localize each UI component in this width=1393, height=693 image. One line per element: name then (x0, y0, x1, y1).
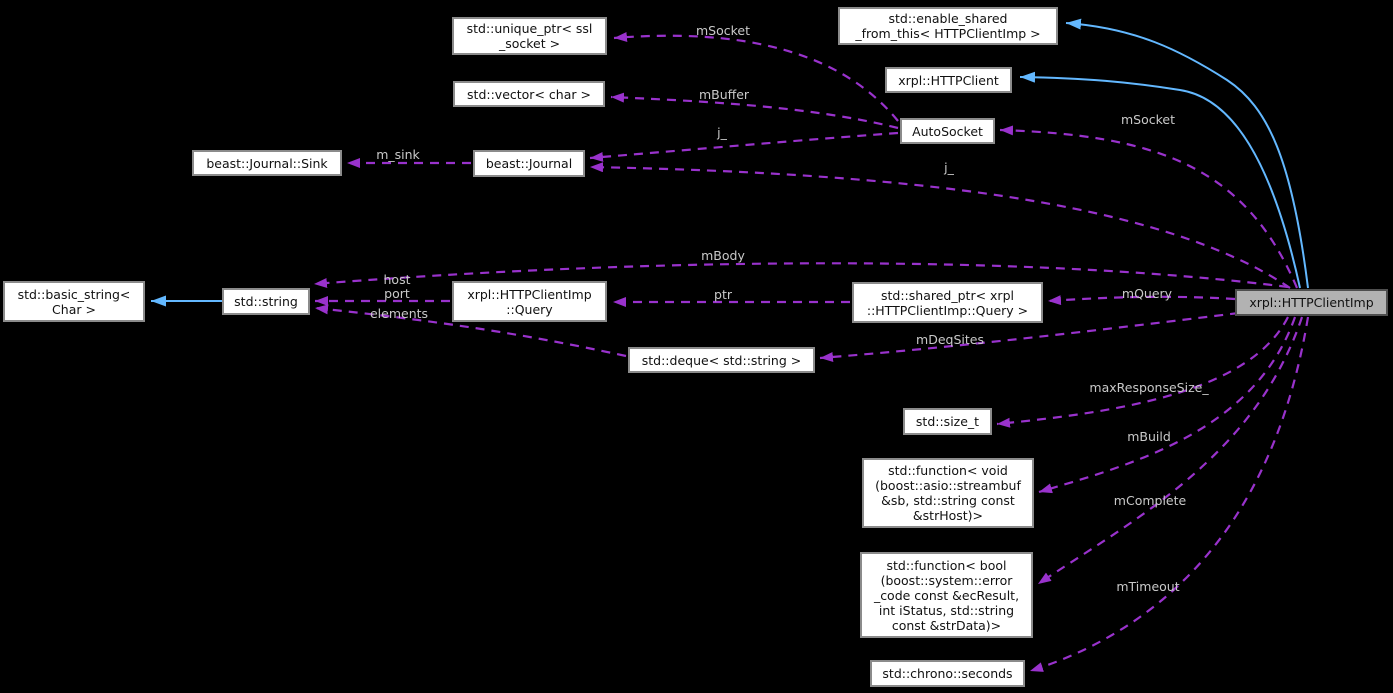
edge-main-mbody (313, 262, 1289, 289)
node-basic-string[interactable]: std::basic_string< Char > (3, 281, 145, 322)
node-httpclientimp-main[interactable]: xrpl::HTTPClientImp (1235, 289, 1388, 316)
node-deque-string[interactable]: std::deque< std::string > (628, 347, 815, 373)
node-beast-journal-sink[interactable]: beast::Journal::Sink (192, 150, 342, 176)
edge-autosocket-j (589, 131, 899, 162)
node-shared-ptr-query[interactable]: std::shared_ptr< xrpl ::HTTPClientImp::Q… (852, 282, 1043, 323)
edge-main-mcomplete (1037, 316, 1304, 585)
node-function-complete[interactable]: std::function< bool (boost::system::erro… (860, 552, 1033, 638)
edge-main-mtimeout (1029, 316, 1310, 673)
edge-main-mbuild (1038, 316, 1297, 494)
edge-main-msocket (999, 125, 1299, 289)
node-size-t[interactable]: std::size_t (903, 408, 992, 435)
node-beast-journal[interactable]: beast::Journal (473, 150, 585, 177)
edge-main-mdeqsites (819, 311, 1240, 362)
node-unique-ptr-ssl-socket[interactable]: std::unique_ptr< ssl _socket > (452, 17, 607, 55)
node-function-build[interactable]: std::function< void (boost::asio::stream… (862, 458, 1034, 528)
edge-main-maxresponsesize (996, 316, 1289, 428)
node-chrono-seconds[interactable]: std::chrono::seconds (870, 660, 1025, 687)
edge-main-inherits-enable-shared (1065, 18, 1309, 289)
edge-main-j (589, 162, 1291, 289)
edge-main-mquery (1047, 295, 1236, 306)
edge-main-inherits-httpclient (1019, 71, 1301, 289)
node-autosocket[interactable]: AutoSocket (900, 118, 995, 144)
node-httpclientimp-query[interactable]: xrpl::HTTPClientImp ::Query (452, 281, 607, 322)
node-enable-shared-from-this[interactable]: std::enable_shared _from_this< HTTPClien… (838, 7, 1058, 45)
node-xrpl-httpclient[interactable]: xrpl::HTTPClient (885, 67, 1012, 93)
node-string[interactable]: std::string (222, 288, 310, 315)
edge-autosocket-mbuffer (610, 92, 899, 130)
edge-autosocket-msocket (613, 31, 899, 122)
node-vector-char[interactable]: std::vector< char > (453, 81, 605, 107)
